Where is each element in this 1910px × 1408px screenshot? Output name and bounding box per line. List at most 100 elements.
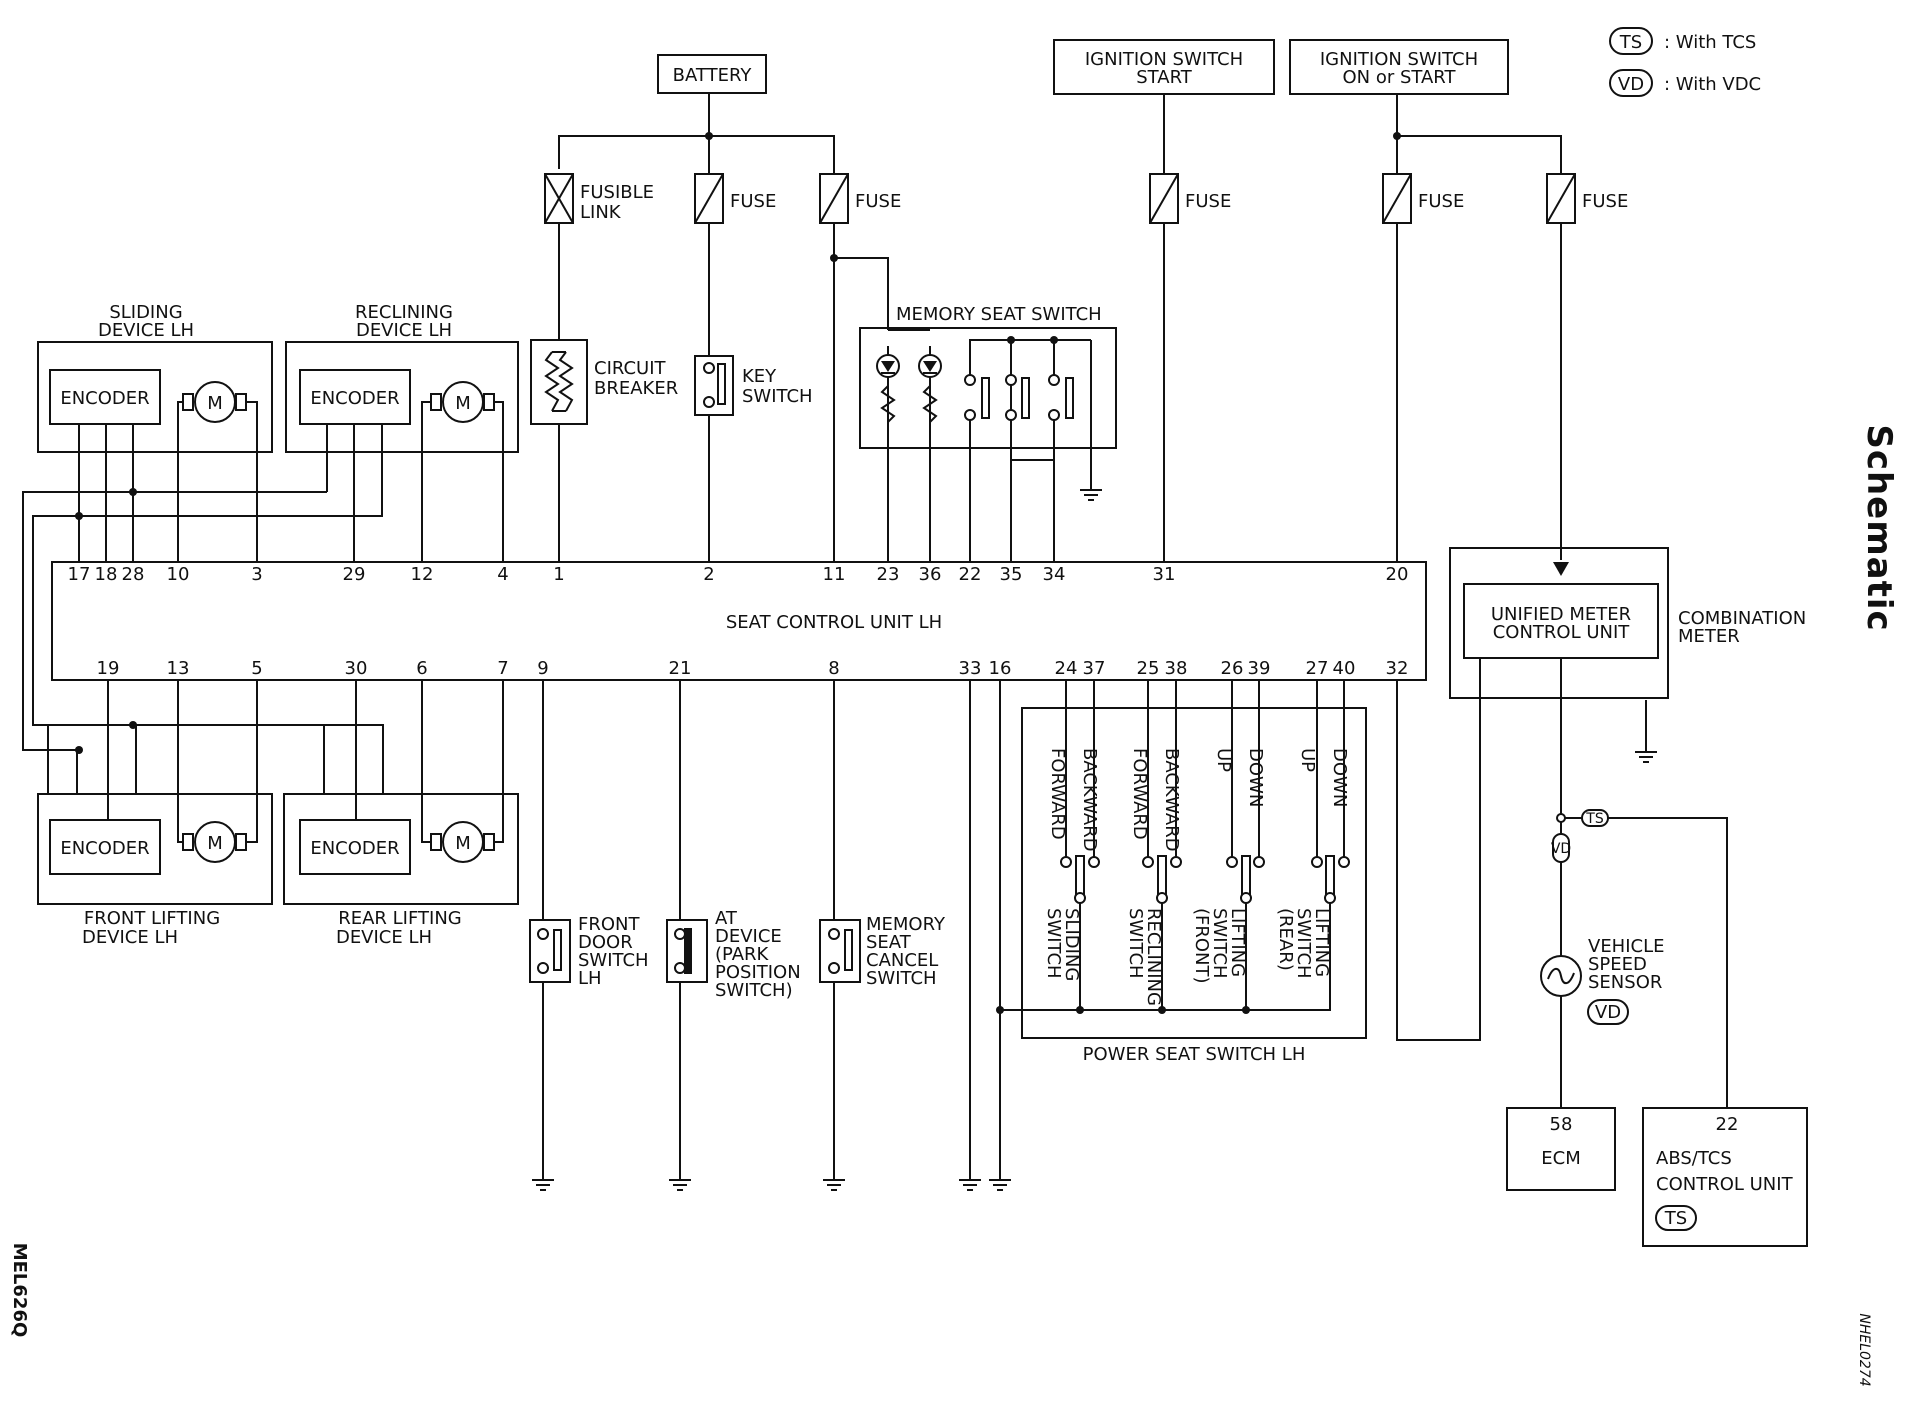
svg-text:SENSOR: SENSOR <box>1588 972 1662 993</box>
switch-direction-label: BACKWARD <box>1161 748 1182 852</box>
memory-seat-cancel-switch: MEMORY SEAT CANCEL SWITCH <box>819 914 946 989</box>
svg-text:M: M <box>207 833 223 854</box>
svg-text:FRONT LIFTING: FRONT LIFTING <box>84 908 220 929</box>
scu-pin-label: 6 <box>416 658 427 679</box>
switch-direction-label: FORWARD <box>1129 748 1150 840</box>
svg-text:ECM: ECM <box>1541 1148 1580 1169</box>
scu-pin-label: 11 <box>823 564 846 585</box>
front-door-switch-lh: FRONT DOOR SWITCH LH <box>529 914 649 989</box>
unified-meter-control-unit <box>1463 583 1659 659</box>
scu-pin-label: 40 <box>1333 658 1356 679</box>
scu-pin-label: 9 <box>537 658 548 679</box>
svg-text:LINK: LINK <box>580 202 622 223</box>
svg-text:MEMORY: MEMORY <box>866 914 946 935</box>
svg-text:SEAT: SEAT <box>866 932 912 953</box>
scu-pin-label: 30 <box>345 658 368 679</box>
ts-inline-tag: TS <box>1581 809 1609 827</box>
svg-text:CIRCUIT: CIRCUIT <box>594 358 667 379</box>
switch-direction-label: UP <box>1297 748 1318 772</box>
svg-text:FUSE: FUSE <box>730 191 776 212</box>
scu-pin-label: 37 <box>1083 658 1106 679</box>
switch-direction-label: DOWN <box>1329 748 1350 807</box>
svg-text:FUSE: FUSE <box>1418 191 1464 212</box>
motor-rear-lifting: M <box>430 821 495 863</box>
scu-pin-label: 39 <box>1248 658 1271 679</box>
scu-pin-label: 8 <box>828 658 839 679</box>
svg-text:SPEED: SPEED <box>1588 954 1647 975</box>
svg-text:M: M <box>455 393 471 414</box>
motor-reclining: M <box>430 381 495 423</box>
scu-pin-label: 4 <box>497 564 508 585</box>
switch-name-label: RECLINING <box>1143 908 1164 1006</box>
scu-pin-label: 38 <box>1165 658 1188 679</box>
scu-pin-label: 34 <box>1043 564 1066 585</box>
svg-text:DEVICE LH: DEVICE LH <box>82 927 178 948</box>
svg-text:ON or START: ON or START <box>1342 67 1456 88</box>
svg-text:FRONT: FRONT <box>578 914 640 935</box>
svg-text:M: M <box>207 393 223 414</box>
fuse-ignition-on-meter: FUSE <box>1546 173 1628 224</box>
switch-name-label: SWITCH <box>1209 908 1230 979</box>
scu-pin-label: 29 <box>343 564 366 585</box>
svg-text:AT: AT <box>715 908 738 929</box>
figure-id: MEL626Q <box>9 1243 30 1338</box>
encoder-sliding <box>49 369 161 425</box>
rear-lifting-device-lh: REAR LIFTING DEVICE LH ENCODER M <box>283 793 519 948</box>
svg-text:FUSIBLE: FUSIBLE <box>580 182 654 203</box>
svg-text:ENCODER: ENCODER <box>310 838 399 859</box>
svg-text:M: M <box>455 833 471 854</box>
ecm-box: 58 ECM <box>1506 1107 1616 1191</box>
switch-name-label: SLIDING <box>1061 908 1082 981</box>
svg-text:KEY: KEY <box>742 366 777 387</box>
vehicle-speed-sensor: VEHICLE SPEED SENSOR VD <box>1540 936 1665 1025</box>
scu-pin-label: 32 <box>1386 658 1409 679</box>
scu-pin-label: 13 <box>167 658 190 679</box>
switch-direction-label: FORWARD <box>1047 748 1068 840</box>
svg-text:LH: LH <box>578 968 602 989</box>
switch-name-label: (REAR) <box>1275 908 1296 971</box>
fuse-key-switch: FUSE <box>694 173 776 224</box>
scu-pin-label: 22 <box>959 564 982 585</box>
svg-text:VD: VD <box>1595 1002 1621 1023</box>
encoder-reclining <box>299 369 411 425</box>
svg-text:SWITCH: SWITCH <box>742 386 813 407</box>
svg-text:DEVICE: DEVICE <box>715 926 782 947</box>
scu-pin-label: 18 <box>95 564 118 585</box>
fuse-ignition-start: FUSE <box>1149 173 1231 224</box>
encoder-rear-lifting <box>299 819 411 875</box>
svg-text:DEVICE LH: DEVICE LH <box>98 320 194 341</box>
scu-pin-label: 1 <box>553 564 564 585</box>
svg-text:CONTROL UNIT: CONTROL UNIT <box>1493 622 1631 643</box>
scu-pin-label: 28 <box>122 564 145 585</box>
encoder-front-lifting <box>49 819 161 875</box>
battery-label: BATTERY <box>673 65 753 86</box>
scu-pin-label: 5 <box>251 658 262 679</box>
key-switch: KEY SWITCH <box>694 355 813 416</box>
sliding-device-lh: SLIDING DEVICE LH ENCODER M <box>37 302 273 453</box>
lifting-rear-switch-rocker <box>1311 855 1350 904</box>
switch-name-label: SWITCH <box>1043 908 1064 979</box>
scu-pin-label: 19 <box>97 658 120 679</box>
svg-text:TS: TS <box>1585 811 1604 827</box>
svg-text:58: 58 <box>1550 1114 1573 1135</box>
svg-text:METER: METER <box>1678 626 1740 647</box>
switch-direction-label: DOWN <box>1245 748 1266 807</box>
svg-text:COMBINATION: COMBINATION <box>1678 608 1806 629</box>
svg-text:FUSE: FUSE <box>1582 191 1628 212</box>
svg-text:DOOR: DOOR <box>578 932 633 953</box>
svg-text:ENCODER: ENCODER <box>310 388 399 409</box>
svg-text:CANCEL: CANCEL <box>866 950 938 971</box>
svg-text:POSITION: POSITION <box>715 962 801 983</box>
sliding-switch-rocker <box>1060 855 1100 904</box>
reclining-switch-rocker <box>1142 855 1182 904</box>
svg-text:VEHICLE: VEHICLE <box>1588 936 1665 957</box>
scu-pin-label: 16 <box>989 658 1012 679</box>
abs-tcs-control-unit: 22 ABS/TCS CONTROL UNIT TS <box>1642 1107 1808 1247</box>
memory-seat-switch: MEMORY SEAT SWITCH <box>859 304 1117 449</box>
svg-text:: With VDC: : With VDC <box>1664 74 1761 95</box>
svg-text:: With TCS: : With TCS <box>1664 32 1756 53</box>
scu-pin-label: 24 <box>1055 658 1078 679</box>
